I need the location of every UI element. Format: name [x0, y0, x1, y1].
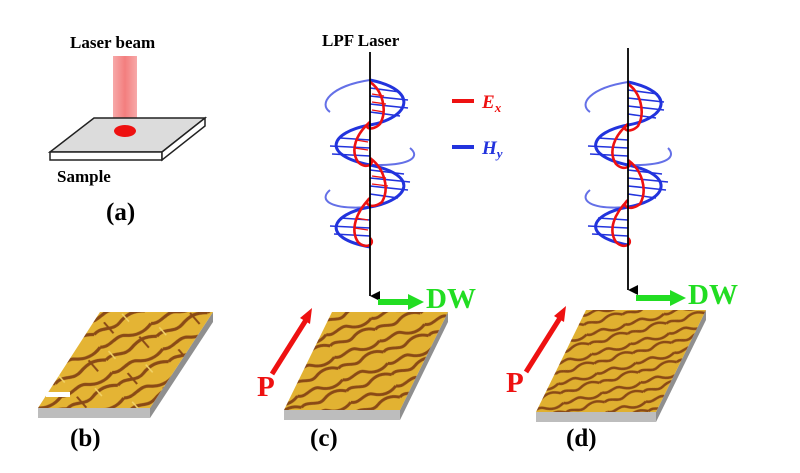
substrate-side-c — [400, 312, 448, 420]
p-label-d: P — [506, 367, 524, 399]
legend-h-label: Hy — [481, 138, 503, 161]
panel-a-label: (a) — [106, 199, 135, 226]
e-field-wave-c — [353, 80, 387, 248]
panel-b-label: (b) — [70, 425, 101, 452]
p-arrow-shaft-d — [523, 316, 563, 374]
panel-d: DW P (d) — [506, 48, 738, 452]
scale-bar — [46, 392, 70, 397]
substrate-front-d — [536, 412, 656, 422]
substrate-front-c — [284, 410, 400, 420]
domain-film-b — [38, 312, 213, 408]
substrate-side-b — [150, 312, 213, 418]
p-arrow-head-d — [554, 306, 566, 322]
p-arrow-shaft-c — [269, 318, 309, 376]
e-field-wave-d — [611, 82, 645, 248]
laser-spot — [114, 125, 136, 137]
p-arrow-head-c — [300, 308, 312, 324]
h-field-back-d — [584, 81, 673, 209]
panel-d-label: (d) — [566, 425, 597, 452]
panel-c: LPF Laser — [257, 31, 476, 452]
dw-arrow-head-c — [408, 294, 424, 310]
sample-label: Sample — [57, 167, 111, 186]
panel-c-label: (c) — [310, 425, 338, 452]
sample-side-face — [161, 116, 206, 162]
h-field-back-c — [324, 79, 416, 209]
substrate-side-d — [656, 310, 706, 422]
domain-film-d — [536, 310, 706, 412]
panel-b: (b) — [38, 312, 213, 452]
legend: Ex Hy — [452, 92, 503, 161]
dw-label-c: DW — [426, 283, 476, 315]
laser-beam-label: Laser beam — [70, 33, 155, 52]
h-field-hatch-c — [329, 87, 411, 237]
sample-front-face — [49, 151, 163, 161]
p-label-c: P — [257, 371, 275, 403]
dw-label-d: DW — [688, 279, 738, 311]
dw-arrow-head-d — [670, 290, 686, 306]
substrate-front-b — [38, 408, 150, 418]
lpf-laser-label: LPF Laser — [322, 31, 400, 50]
legend-e-label: Ex — [481, 92, 502, 115]
e-field-hatch-c — [353, 93, 389, 231]
domain-film-c — [284, 312, 448, 410]
panel-a: Laser beam Sample (a) — [47, 33, 208, 226]
